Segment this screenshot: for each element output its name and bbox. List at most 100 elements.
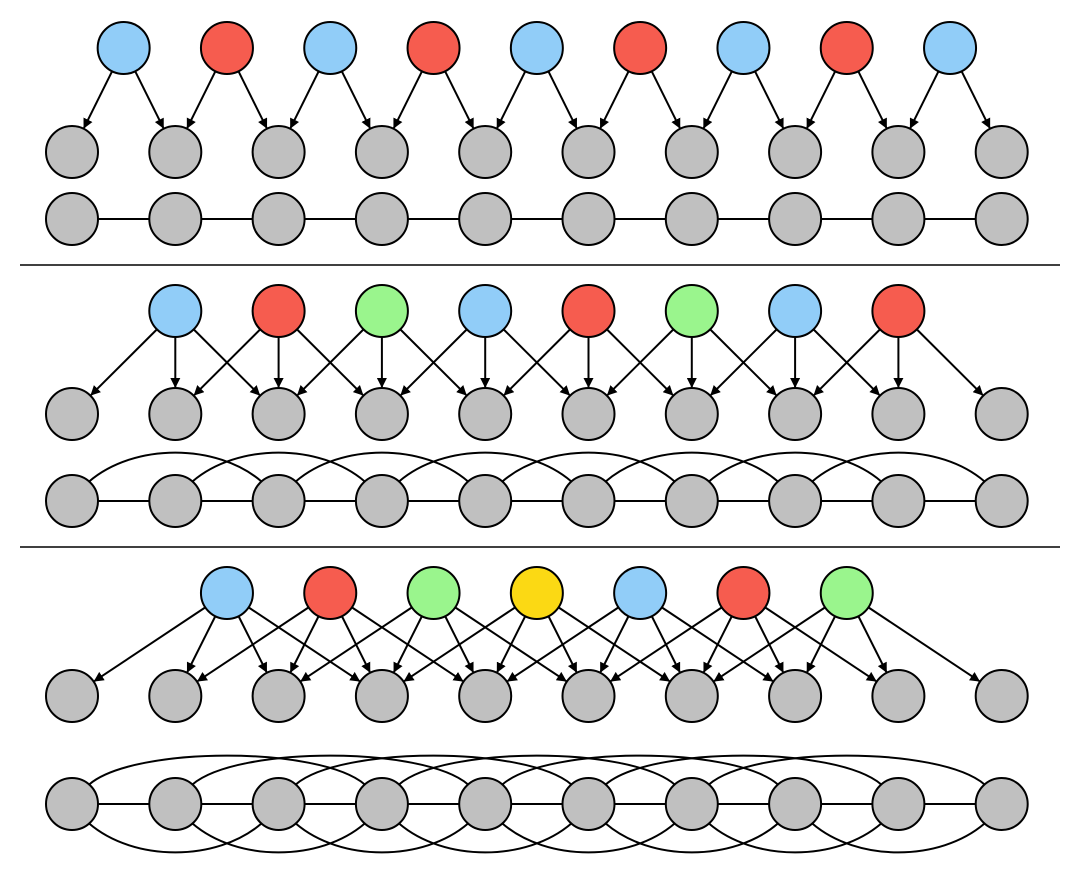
arrow-edge (134, 70, 165, 129)
chain-node (458, 192, 513, 246)
chain-node (148, 474, 203, 528)
skip-edge (708, 451, 882, 483)
node-red (251, 284, 306, 338)
output-node (354, 669, 409, 723)
skip-edge (605, 754, 882, 786)
output-node (45, 669, 99, 723)
node-blue (716, 21, 771, 75)
arrow-edge (186, 615, 217, 673)
skip-edge (708, 754, 986, 786)
arrow-edge (444, 70, 475, 129)
chain-node (45, 474, 99, 528)
chain-node (871, 777, 926, 831)
arrow-edge (300, 606, 413, 682)
chain-node (768, 192, 823, 246)
chain-node (561, 192, 616, 246)
arrow-edge (393, 70, 423, 129)
arrow-edge (610, 606, 723, 682)
skip-edge (398, 822, 572, 854)
output-node (148, 387, 203, 441)
chain-node (561, 474, 616, 528)
skip-edge (88, 754, 366, 786)
chain-node (251, 192, 306, 246)
output-node (664, 669, 719, 723)
output-node (974, 387, 1029, 441)
output-node (871, 669, 926, 723)
arrow-edge (506, 606, 620, 682)
panel-kernel-3 (45, 284, 1029, 528)
node-yellow (509, 566, 564, 620)
chain-node (458, 474, 513, 528)
arrow-edge (806, 70, 837, 129)
arrow-edge (909, 70, 940, 129)
chain-node (974, 777, 1029, 831)
chain-node (768, 474, 823, 528)
node-red (199, 21, 254, 75)
arrow-edge (237, 70, 268, 129)
output-node (664, 387, 719, 441)
nodes (45, 284, 1029, 528)
output-node (974, 125, 1029, 179)
arrow-edge (916, 328, 984, 396)
output-node (458, 125, 513, 179)
arrow-edge (703, 615, 733, 673)
skip-edge (398, 451, 572, 483)
node-red (303, 566, 358, 620)
arrow-edge (393, 615, 423, 673)
skip-edge (811, 822, 986, 854)
chain-node (664, 777, 719, 831)
arrow-edge (403, 606, 516, 682)
arrow-edge (806, 615, 836, 673)
node-red (716, 566, 771, 620)
skip-edge (295, 451, 469, 483)
arrow-edge (710, 328, 778, 396)
output-node (871, 387, 926, 441)
output-node (561, 125, 616, 179)
node-red (871, 284, 926, 338)
node-blue (458, 284, 513, 338)
skip-edge (708, 822, 882, 854)
node-green (819, 566, 874, 620)
output-node (664, 125, 719, 179)
chain-node (664, 474, 719, 528)
chain-node (354, 192, 409, 246)
skip-edge (88, 822, 263, 854)
edges (72, 328, 1002, 502)
skip-edge (501, 822, 676, 854)
chain-node (768, 777, 823, 831)
arrow-edge (813, 328, 881, 396)
chain-node (45, 192, 99, 246)
output-node (45, 125, 99, 179)
chain-node (148, 192, 203, 246)
arrow-edge (867, 606, 981, 682)
node-blue (923, 21, 978, 75)
chain-node (871, 192, 926, 246)
arrow-edge (186, 70, 217, 129)
node-green (664, 284, 719, 338)
node-blue (613, 566, 668, 620)
node-blue (509, 21, 564, 75)
skip-edge (191, 822, 366, 854)
arrow-edge (599, 615, 630, 673)
chain-node (251, 777, 306, 831)
chain-node (974, 474, 1029, 528)
output-node (458, 387, 513, 441)
output-node (354, 387, 409, 441)
skip-edge (501, 451, 676, 483)
arrow-edge (650, 70, 681, 129)
arrow-edge (754, 70, 784, 129)
output-node (251, 387, 306, 441)
arrow-edge (606, 328, 675, 396)
chain-node (354, 474, 409, 528)
node-blue (768, 284, 823, 338)
arrow-edge (857, 615, 888, 673)
node-green (406, 566, 461, 620)
skip-edge (811, 451, 986, 483)
arrow-edge (400, 328, 468, 396)
skip-edge (88, 451, 263, 483)
arrow-edge (857, 70, 888, 129)
edges (72, 606, 1002, 854)
arrow-edge (289, 615, 320, 673)
skip-edge (191, 451, 366, 483)
